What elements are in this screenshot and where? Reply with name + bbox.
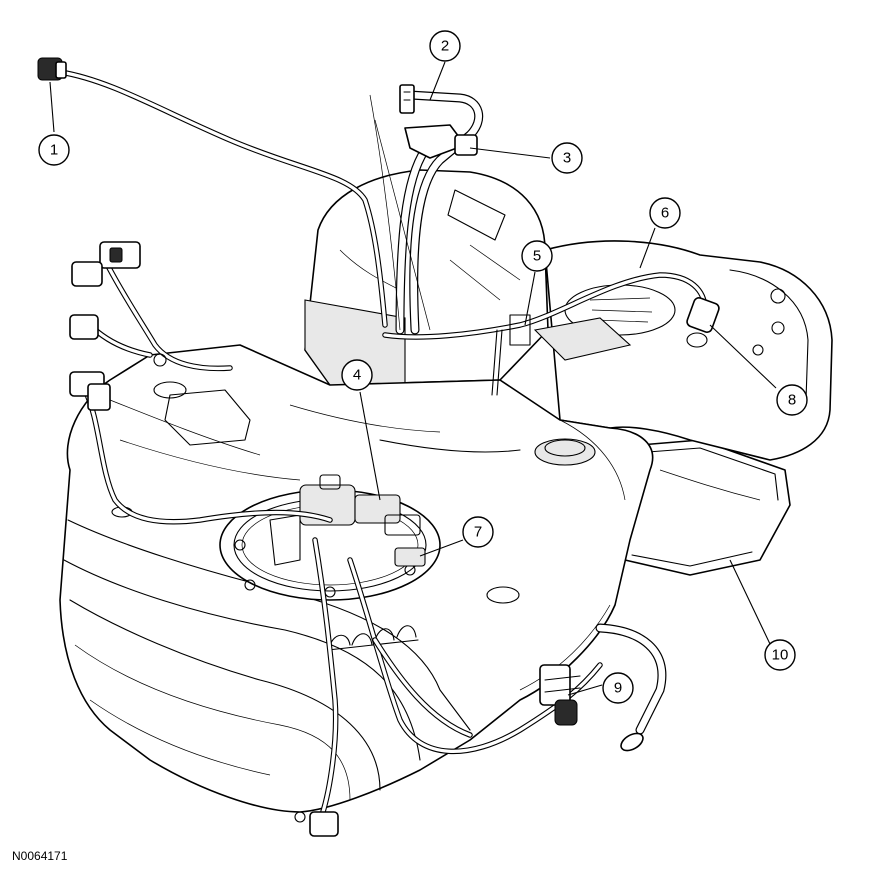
callout-6: 6 <box>649 197 681 229</box>
left-connectors <box>69 241 333 525</box>
callout-9: 9 <box>602 672 634 704</box>
vapor-line-1 <box>37 57 388 328</box>
callout-label: 8 <box>788 392 796 409</box>
callout-10: 10 <box>764 639 796 671</box>
callout-label: 9 <box>614 680 622 697</box>
callout-1: 1 <box>38 134 70 166</box>
callout-label: 6 <box>661 205 669 222</box>
callout-7: 7 <box>462 516 494 548</box>
callout-label: 4 <box>353 367 361 384</box>
callout-label: 3 <box>563 150 571 167</box>
callout-label: 10 <box>772 647 789 664</box>
callout-label: 7 <box>474 524 482 541</box>
vent-line <box>382 272 720 396</box>
callout-4: 4 <box>341 359 373 391</box>
callout-8: 8 <box>776 384 808 416</box>
filler-pipe <box>539 623 667 752</box>
callout-label: 1 <box>50 142 58 159</box>
callout-label: 5 <box>533 248 541 265</box>
canister-hoses <box>369 84 484 335</box>
heat-shield <box>624 439 791 576</box>
callout-2: 2 <box>429 30 461 62</box>
figure-id: N0064171 <box>12 849 68 863</box>
callout-label: 2 <box>441 38 449 55</box>
callout-3: 3 <box>551 142 583 174</box>
line-clips <box>327 625 419 651</box>
callout-5: 5 <box>521 240 553 272</box>
leader-lines <box>49 61 777 696</box>
